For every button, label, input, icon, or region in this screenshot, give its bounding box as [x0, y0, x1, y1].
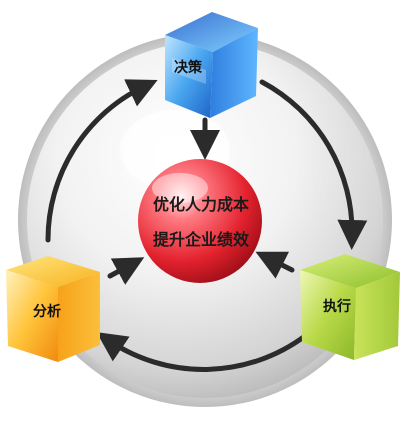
decision-label: 决策 — [174, 59, 203, 76]
center-sphere: 优化人力成本 提升企业绩效 — [138, 159, 262, 283]
cycle-arrows — [45, 79, 368, 372]
arrow-analysis-to-decision — [45, 79, 158, 243]
execution-label: 执行 — [323, 298, 351, 315]
center-line-1: 优化人力成本 — [153, 195, 249, 214]
center-line-2: 提升企业绩效 — [153, 230, 249, 249]
inward-arrows — [107, 117, 295, 285]
arrow-analysis-to-center — [107, 257, 145, 285]
analysis-label: 分析 — [33, 303, 61, 320]
execution-cube: 执行 — [300, 254, 400, 360]
arrow-execution-to-center — [255, 251, 295, 279]
decision-cube: 决策 — [165, 12, 258, 118]
arrow-decision-to-execution — [259, 79, 368, 250]
analysis-cube: 分析 — [6, 256, 100, 362]
arrow-execution-to-analysis — [96, 332, 308, 372]
